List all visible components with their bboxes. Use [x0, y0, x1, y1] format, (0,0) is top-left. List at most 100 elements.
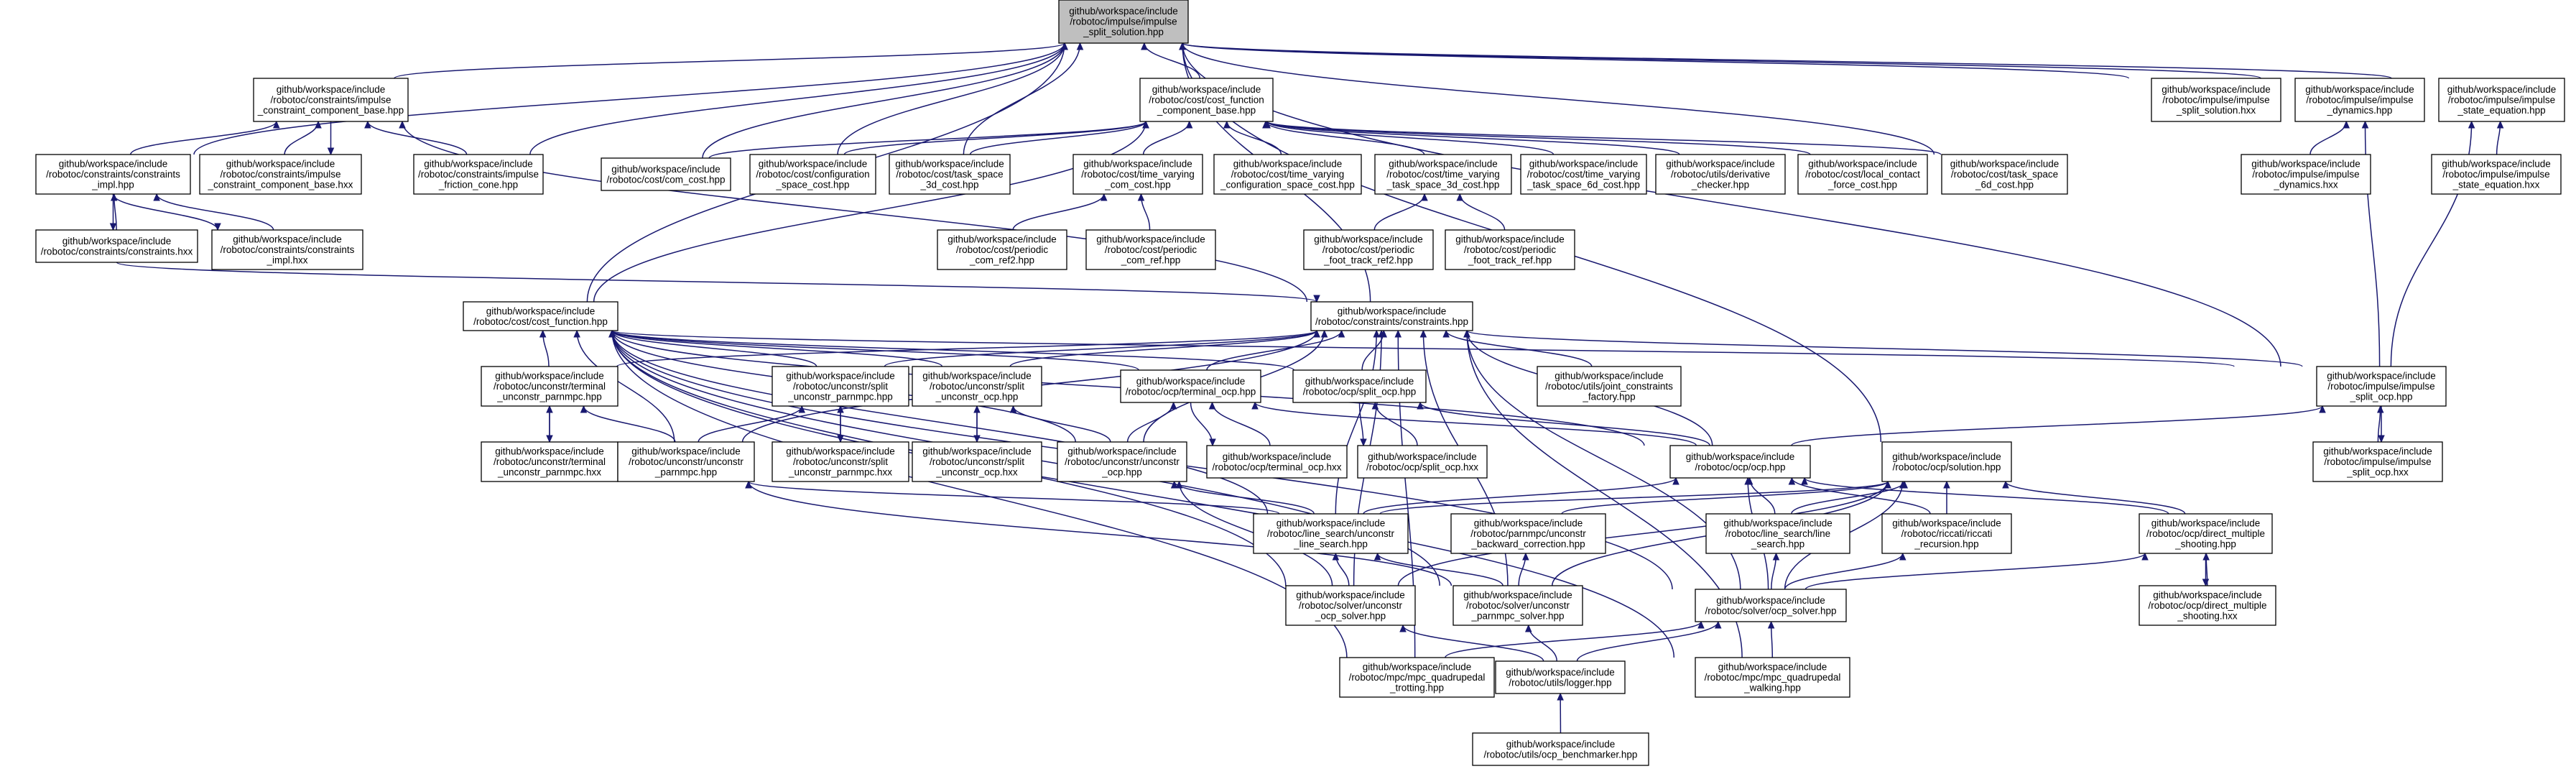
edge-uls-to-up [748, 481, 1280, 515]
node-box [617, 441, 755, 482]
node-label-line: github/workspace/include [948, 234, 1057, 245]
node-label-line: github/workspace/include [1277, 518, 1386, 529]
node-socpx[interactable]: github/workspace/include/robotoc/ocp/spl… [1357, 445, 1488, 479]
node-supx[interactable]: github/workspace/include/robotoc/unconst… [772, 441, 909, 482]
node-dmsx[interactable]: github/workspace/include/robotoc/ocp/dir… [2139, 585, 2276, 626]
edge-arrowhead [1442, 329, 1450, 338]
node-uos[interactable]: github/workspace/include/robotoc/solver/… [1285, 585, 1416, 626]
node-label-line: _ocp_solver.hpp [1315, 611, 1386, 622]
edge-isocp-to-cf [611, 330, 2235, 367]
node-cf[interactable]: github/workspace/include/robotoc/cost/co… [463, 301, 618, 331]
node-label-line: github/workspace/include [495, 371, 604, 382]
node-ls[interactable]: github/workspace/include/robotoc/line_se… [1705, 513, 1850, 554]
node-suo[interactable]: github/workspace/include/robotoc/unconst… [912, 366, 1042, 407]
node-suox[interactable]: github/workspace/include/robotoc/unconst… [912, 441, 1042, 482]
edge-arrowhead [1419, 329, 1427, 338]
edge-isocp-to-ch [1466, 330, 2303, 367]
node-ts3[interactable]: github/workspace/include/robotoc/cost/ta… [889, 154, 1011, 195]
node-idynx[interactable]: github/workspace/include/robotoc/impulse… [2241, 154, 2371, 195]
node-cci[interactable]: github/workspace/include/robotoc/constra… [35, 154, 191, 195]
node-label-line: /robotoc/cost/cost_function [1149, 95, 1264, 106]
node-pcr[interactable]: github/workspace/include/robotoc/cost/pe… [1085, 229, 1216, 270]
node-sol[interactable]: github/workspace/include/robotoc/ocp/sol… [1881, 441, 2012, 482]
edge-arrowhead [580, 405, 588, 413]
node-label-line: github/workspace/include [1223, 451, 1332, 462]
node-label-line: /robotoc/constraints/constraints [221, 244, 355, 255]
node-iseqx[interactable]: github/workspace/include/robotoc/impulse… [2431, 154, 2562, 195]
node-ts6[interactable]: github/workspace/include/robotoc/cost/ta… [1941, 154, 2068, 195]
node-isocp[interactable]: github/workspace/include/robotoc/impulse… [2316, 366, 2447, 407]
node-log[interactable]: github/workspace/include/robotoc/utils/l… [1495, 660, 1626, 694]
node-up[interactable]: github/workspace/include/robotoc/unconst… [617, 441, 755, 482]
node-box [1374, 154, 1512, 195]
edge-arrowhead [1421, 193, 1428, 201]
node-label-line: github/workspace/include [1338, 305, 1447, 316]
node-os[interactable]: github/workspace/include/robotoc/solver/… [1695, 589, 1847, 622]
node-ric[interactable]: github/workspace/include/robotoc/riccati… [1881, 513, 2012, 554]
node-tvts3[interactable]: github/workspace/include/robotoc/cost/ti… [1374, 154, 1512, 195]
node-cfcb[interactable]: github/workspace/include/robotoc/cost/co… [1139, 78, 1274, 122]
node-ch[interactable]: github/workspace/include/robotoc/constra… [1310, 301, 1473, 331]
edge-arrowhead [1744, 476, 1751, 485]
node-lcf[interactable]: github/workspace/include/robotoc/cost/lo… [1797, 154, 1928, 195]
node-iccx[interactable]: github/workspace/include/robotoc/constra… [199, 154, 362, 195]
node-idyn[interactable]: github/workspace/include/robotoc/impulse… [2294, 78, 2425, 122]
edge-arrowhead [1371, 401, 1379, 410]
node-ifc[interactable]: github/workspace/include/robotoc/constra… [413, 154, 544, 195]
node-tup[interactable]: github/workspace/include/robotoc/unconst… [481, 366, 618, 407]
node-dms[interactable]: github/workspace/include/robotoc/ocp/dir… [2139, 513, 2273, 554]
node-pbc[interactable]: github/workspace/include/robotoc/parnmpc… [1450, 513, 1606, 554]
node-tvcfg[interactable]: github/workspace/include/robotoc/cost/ti… [1213, 154, 1362, 195]
node-tupx[interactable]: github/workspace/include/robotoc/unconst… [481, 441, 618, 482]
node-socp[interactable]: github/workspace/include/robotoc/ocp/spl… [1292, 369, 1427, 403]
node-label-line: _3d_cost.hpp [919, 180, 978, 190]
node-cons[interactable]: github/workspace/include/robotoc/constra… [35, 229, 198, 263]
edge-arrowhead [1788, 476, 1796, 485]
node-uls[interactable]: github/workspace/include/robotoc/line_se… [1253, 513, 1409, 554]
node-label-line: _impl.hxx [266, 255, 307, 266]
node-pcr2[interactable]: github/workspace/include/robotoc/cost/pe… [937, 229, 1067, 270]
edge-ts3-to-cfcb [969, 121, 1146, 155]
node-tocp[interactable]: github/workspace/include/robotoc/ocp/ter… [1120, 369, 1261, 403]
node-ccix[interactable]: github/workspace/include/robotoc/constra… [211, 229, 363, 270]
node-icc[interactable]: github/workspace/include/robotoc/constra… [253, 78, 409, 122]
node-tvts6[interactable]: github/workspace/include/robotoc/cost/ti… [1520, 154, 1647, 195]
edge-uls-to-ocp [1363, 477, 1677, 515]
node-tocpx[interactable]: github/workspace/include/robotoc/ocp/ter… [1206, 445, 1348, 479]
node-bench[interactable]: github/workspace/include/robotoc/utils/o… [1472, 732, 1649, 766]
node-pft[interactable]: github/workspace/include/robotoc/cost/pe… [1445, 229, 1575, 270]
node-label-line: _force_cost.hpp [1827, 180, 1897, 190]
node-deriv[interactable]: github/workspace/include/robotoc/utils/d… [1655, 154, 1786, 195]
node-ups[interactable]: github/workspace/include/robotoc/solver/… [1453, 585, 1583, 626]
node-cfgc[interactable]: github/workspace/include/robotoc/cost/co… [749, 154, 876, 195]
node-label-line: _task_space_3d_cost.hpp [1386, 180, 1500, 190]
edge-arrowhead [1697, 620, 1705, 629]
edge-arrowhead [2361, 120, 2369, 129]
node-mqw[interactable]: github/workspace/include/robotoc/mpc/mpc… [1695, 657, 1850, 698]
node-pft2[interactable]: github/workspace/include/robotoc/cost/pe… [1303, 229, 1434, 270]
node-label-line: github/workspace/include [1718, 662, 1827, 673]
node-box [1120, 369, 1261, 403]
node-isocpx[interactable]: github/workspace/include/robotoc/impulse… [2312, 441, 2443, 482]
node-label-line: _component_base.hpp [1157, 105, 1256, 116]
node-label-line: _split_solution.hpp [1083, 27, 1164, 37]
edge-arrowhead [1313, 295, 1320, 303]
node-label-line: _state_equation.hxx [2452, 180, 2540, 190]
node-jcf[interactable]: github/workspace/include/robotoc/utils/j… [1537, 366, 1682, 407]
node-label-line: /robotoc/cost/periodic [1322, 244, 1415, 255]
node-label-line: _6d_cost.hpp [1975, 180, 2034, 190]
node-root[interactable]: github/workspace/include/robotoc/impulse… [1058, 0, 1189, 44]
node-sup[interactable]: github/workspace/include/robotoc/unconst… [772, 366, 909, 407]
node-label-line: github/workspace/include [2305, 84, 2414, 95]
node-iseq[interactable]: github/workspace/include/robotoc/impulse… [2438, 78, 2565, 122]
node-label-line: github/workspace/include [1892, 451, 2001, 462]
edge-arrowhead [1185, 120, 1193, 129]
node-uo[interactable]: github/workspace/include/robotoc/unconst… [1057, 441, 1187, 482]
edge-arrowhead [1772, 552, 1780, 561]
node-tvcom[interactable]: github/workspace/include/robotoc/cost/ti… [1072, 154, 1203, 195]
node-ocp[interactable]: github/workspace/include/robotoc/ocp/ocp… [1669, 445, 1811, 479]
node-mqt[interactable]: github/workspace/include/robotoc/mpc/mpc… [1339, 657, 1495, 698]
node-issh[interactable]: github/workspace/include/robotoc/impulse… [2151, 78, 2281, 122]
edge-ocp-to-isocp [1791, 405, 2323, 446]
node-com[interactable]: github/workspace/include/robotoc/cost/co… [601, 157, 731, 191]
